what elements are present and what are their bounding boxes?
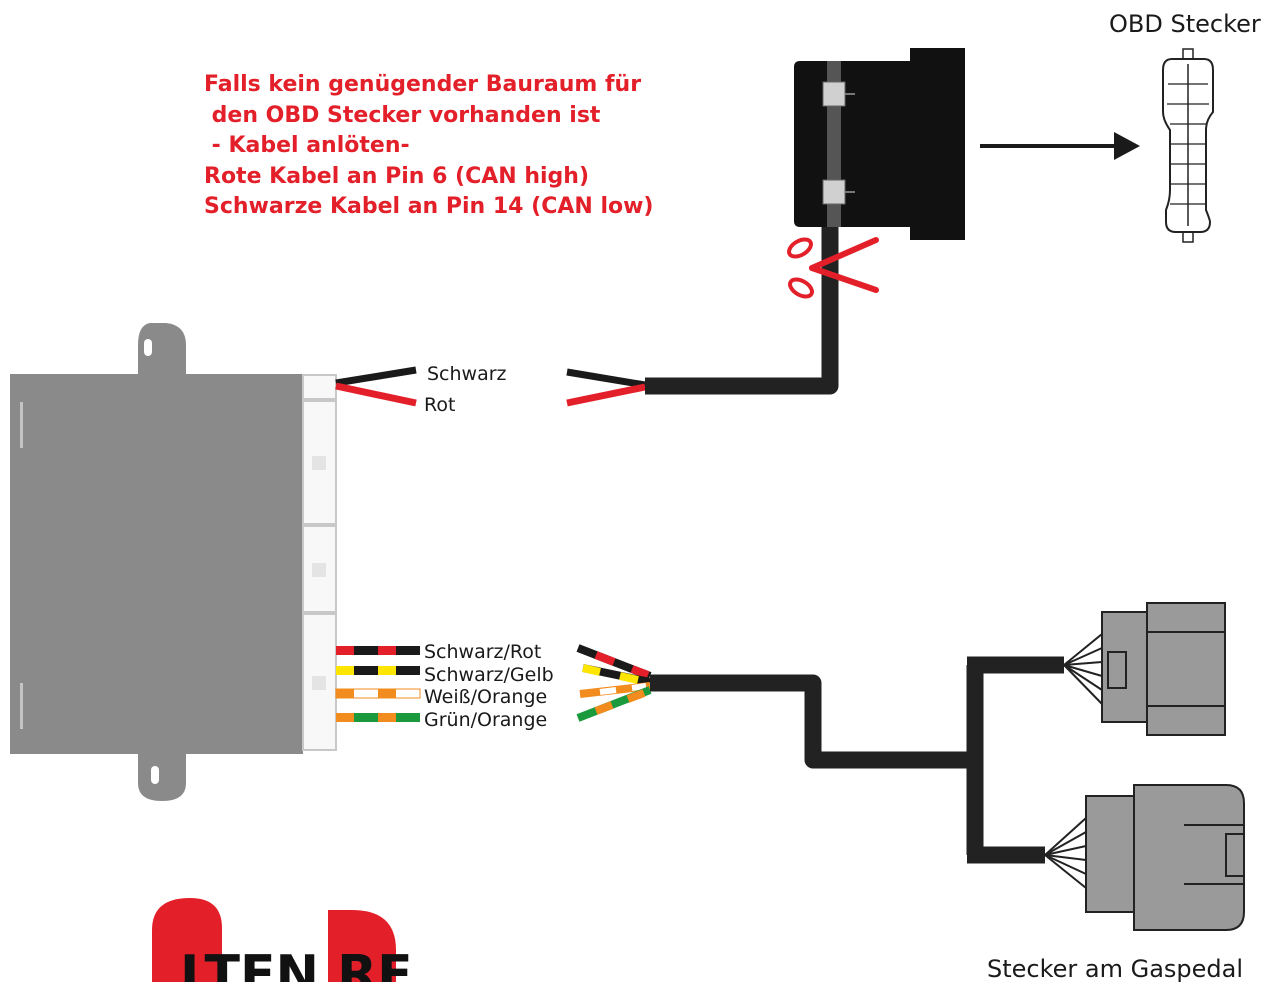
socket-can xyxy=(302,374,337,400)
mounting-hole xyxy=(144,339,152,356)
note-line: Schwarze Kabel an Pin 14 (CAN low) xyxy=(204,194,654,219)
module-body xyxy=(10,374,303,754)
can-wires-module: Schwarz Rot xyxy=(335,363,507,416)
wire-label-black-red: Schwarz/Rot xyxy=(424,641,541,663)
obd-connector-label: OBD Stecker xyxy=(1109,10,1261,38)
module-highlight xyxy=(20,683,23,729)
pedal-connector-top xyxy=(1101,602,1226,736)
note-line: den OBD Stecker vorhanden ist xyxy=(204,102,601,128)
control-module xyxy=(10,323,337,801)
note-line: - Kabel anlöten- xyxy=(204,133,410,158)
installation-note: Falls kein genügender Bauraum für den OB… xyxy=(204,70,653,223)
obd-connector-front xyxy=(1162,48,1214,243)
arrow-right-icon xyxy=(980,132,1140,160)
pedal-connector-bottom xyxy=(1085,784,1245,931)
pedal-connector-label: Stecker am Gaspedal xyxy=(987,955,1243,982)
pedal-cable xyxy=(650,633,1103,889)
altendorf-logo: LTEN RF xyxy=(152,898,413,982)
wire-label-red: Rot xyxy=(424,394,455,416)
mounting-tab-bottom xyxy=(138,754,186,801)
note-line: Rote Kabel an Pin 6 (CAN high) xyxy=(204,163,589,189)
wire-label-green-orange: Grün/Orange xyxy=(424,709,547,731)
mounting-hole xyxy=(151,766,159,784)
wire-label-black-yellow: Schwarz/Gelb xyxy=(424,664,554,686)
socket-unused xyxy=(302,525,337,613)
pedal-wires-module: Schwarz/Rot Schwarz/Gelb Weiß/Orange Grü… xyxy=(335,641,554,731)
obd-connector-side xyxy=(794,48,965,240)
pedal-wires-fan xyxy=(576,644,652,722)
module-highlight xyxy=(20,402,23,448)
note-line: Falls kein genügender Bauraum für xyxy=(204,72,642,97)
wire-label-black: Schwarz xyxy=(427,363,507,385)
can-cable xyxy=(566,225,839,407)
mounting-tab-top xyxy=(138,323,186,374)
logo-text: LTEN RF xyxy=(180,945,413,982)
wire-label-white-orange: Weiß/Orange xyxy=(424,686,547,708)
scissors-icon xyxy=(787,237,879,299)
